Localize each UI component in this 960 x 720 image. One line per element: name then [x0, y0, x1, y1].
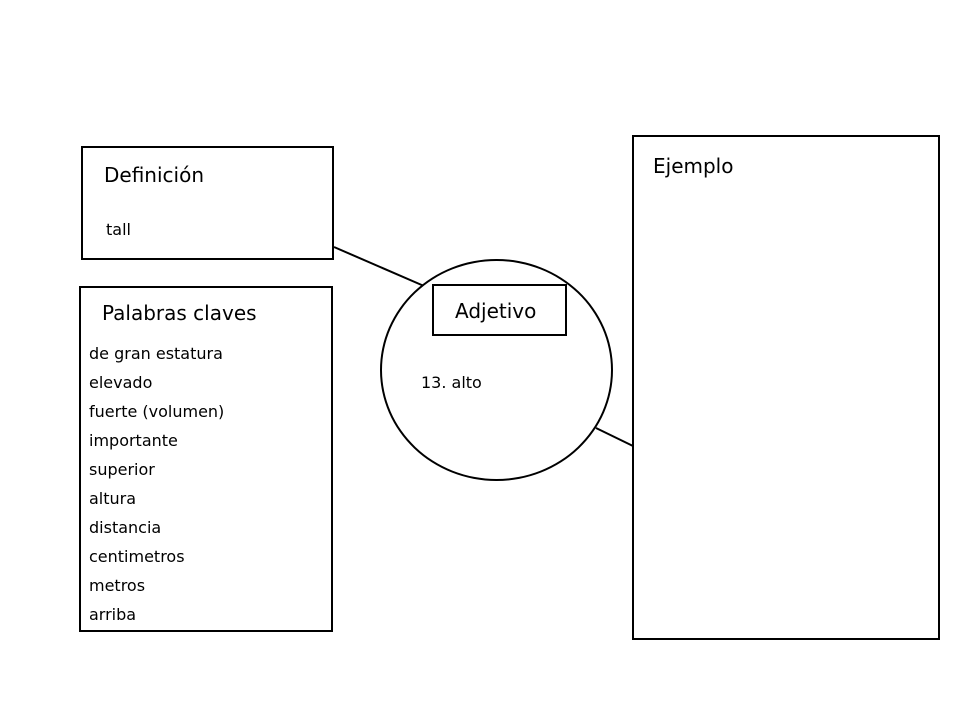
keyword-item: importante	[89, 431, 178, 450]
keywords-box: Palabras claves de gran estatura elevado…	[79, 286, 333, 632]
keyword-item: centimetros	[89, 547, 185, 566]
definition-title: Definición	[104, 163, 204, 187]
keyword-item: altura	[89, 489, 137, 508]
keyword-item: arriba	[89, 605, 137, 624]
word-entry: 13. alto	[421, 373, 482, 392]
keyword-item: elevado	[89, 373, 153, 392]
keyword-item: superior	[89, 460, 155, 479]
definition-box: Definición tall	[81, 146, 334, 260]
keyword-item: metros	[89, 576, 146, 595]
keyword-item: fuerte (volumen)	[89, 402, 225, 421]
example-box: Ejemplo	[632, 135, 940, 640]
part-of-speech-label: Adjetivo	[455, 299, 537, 323]
example-title: Ejemplo	[653, 154, 734, 178]
keywords-list: de gran estatura elevado fuerte (volumen…	[89, 339, 224, 629]
part-of-speech-box: Adjetivo	[432, 284, 567, 336]
keyword-item: de gran estatura	[89, 344, 223, 363]
keyword-item: distancia	[89, 518, 162, 537]
connector-definition-to-circle	[333, 246, 425, 287]
keywords-title: Palabras claves	[102, 301, 257, 325]
connector-circle-to-example	[595, 427, 634, 447]
definition-text: tall	[106, 220, 131, 239]
